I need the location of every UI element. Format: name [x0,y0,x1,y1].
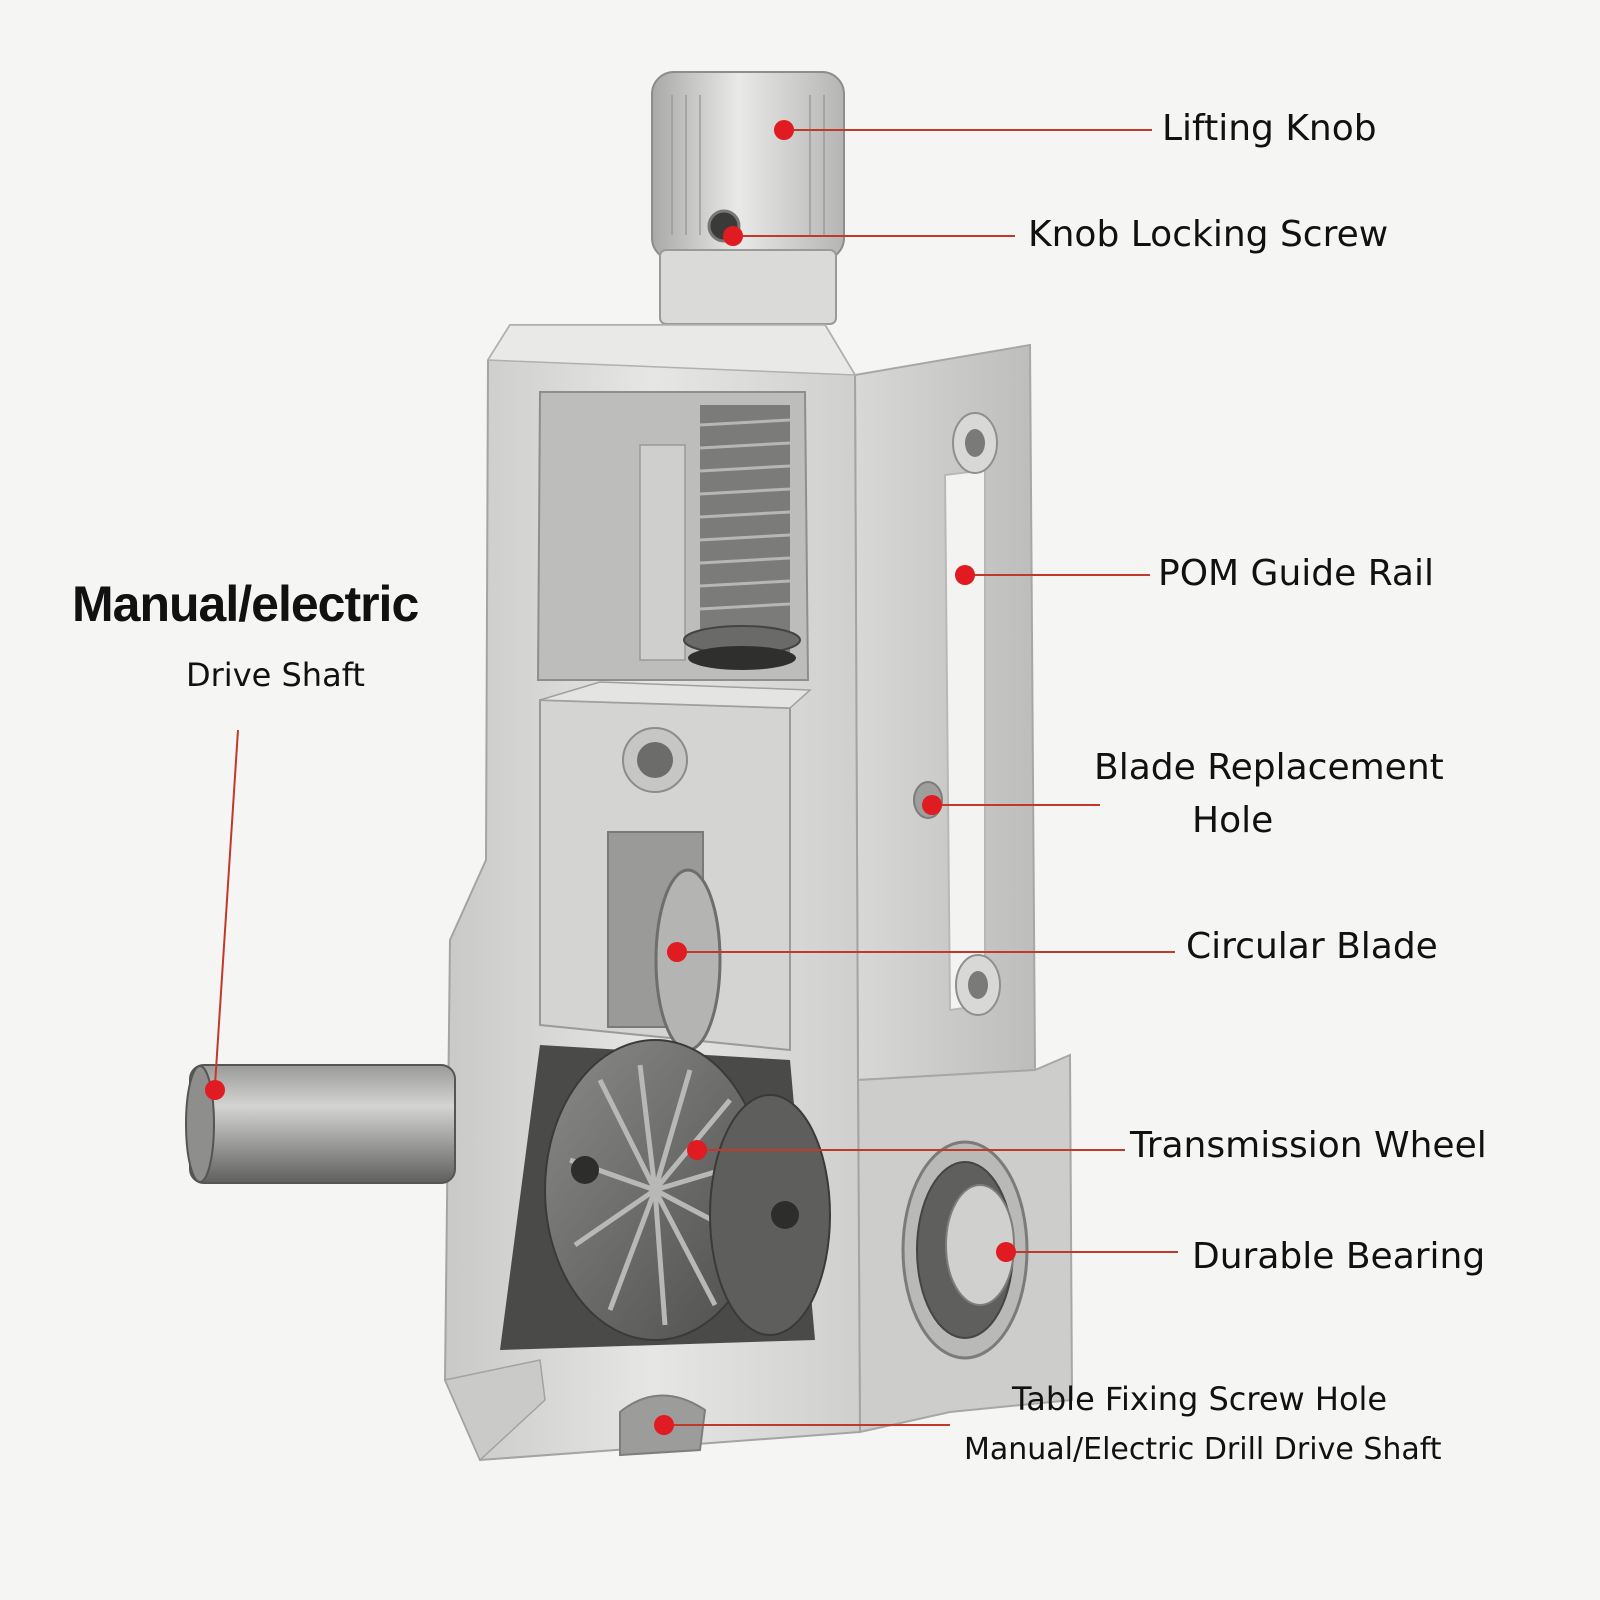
callout-dot-durable-bearing [996,1242,1016,1262]
label-manual-electric: Manual/electric [72,576,419,632]
drive-shaft-drawing [185,1064,456,1184]
frame-body-drawing [443,324,1074,1462]
label-table-fixing-screw-hole: Table Fixing Screw Hole [1012,1380,1388,1418]
callout-line-drive-shaft [214,729,239,1086]
callout-dot-transmission-wheel [687,1140,707,1160]
label-knob-locking-screw: Knob Locking Screw [1028,214,1389,255]
callout-dot-table-fixing [654,1415,674,1435]
label-durable-bearing: Durable Bearing [1192,1236,1486,1277]
callout-dot-lifting-knob [774,120,794,140]
transmission-wheel-drawing [544,1039,831,1341]
label-drill-drive-shaft: Manual/Electric Drill Drive Shaft [964,1432,1442,1467]
callout-dot-blade-replacement-hole [922,795,942,815]
callout-dot-knob-locking-screw [723,226,743,246]
label-drive-shaft: Drive Shaft [186,656,365,694]
lifting-knob-drawing [651,71,845,325]
callout-dot-circular-blade [667,942,687,962]
label-blade-replacement-line1: Blade Replacement [1094,747,1444,788]
callout-lines [214,129,1178,1426]
label-circular-blade: Circular Blade [1186,926,1438,967]
label-lifting-knob: Lifting Knob [1162,108,1377,149]
callout-dot-drive-shaft [205,1080,225,1100]
callout-dots [205,120,1016,1435]
label-transmission-wheel: Transmission Wheel [1130,1125,1487,1166]
label-pom-guide-rail: POM Guide Rail [1158,553,1434,594]
bearing-drawing [901,1140,1029,1360]
label-blade-replacement-line2: Hole [1192,800,1274,841]
callout-dot-pom-guide-rail [955,565,975,585]
